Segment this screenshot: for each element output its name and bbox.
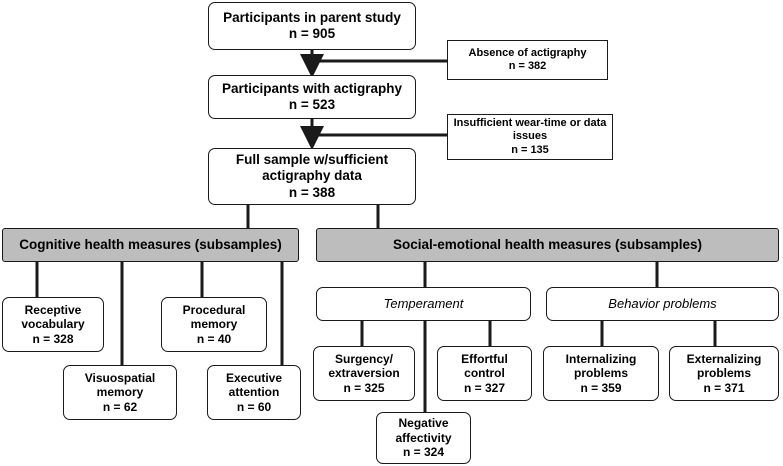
node-surgency-extraversion: Surgency/ extraversion n = 325 (313, 346, 415, 401)
node-insufficient-wear-time: Insufficient wear-time or data issues n … (447, 114, 613, 160)
node-negative-affectivity: Negative affectivity n = 324 (376, 412, 471, 464)
node-effortful-control: Effortful control n = 327 (437, 346, 532, 401)
node-parent-study: Participants in parent study n = 905 (208, 2, 416, 50)
node-executive-attention: Executive attention n = 60 (207, 365, 301, 420)
node-temperament: Temperament (316, 287, 531, 321)
header-cognitive-health: Cognitive health measures (subsamples) (2, 228, 299, 262)
node-externalizing-problems: Externalizing problems n = 371 (669, 346, 779, 401)
node-internalizing-problems: Internalizing problems n = 359 (543, 346, 659, 401)
node-absence-of-actigraphy: Absence of actigraphy n = 382 (447, 40, 608, 80)
node-procedural-memory: Procedural memory n = 40 (161, 297, 267, 352)
header-social-emotional-health: Social-emotional health measures (subsam… (316, 228, 779, 262)
node-visuospatial-memory: Visuospatial memory n = 62 (63, 365, 177, 420)
node-participants-with-actigraphy: Participants with actigraphy n = 523 (208, 75, 416, 119)
node-receptive-vocabulary: Receptive vocabulary n = 328 (2, 297, 104, 352)
node-full-sample: Full sample w/sufficient actigraphy data… (208, 148, 416, 205)
node-behavior-problems: Behavior problems (546, 287, 779, 321)
